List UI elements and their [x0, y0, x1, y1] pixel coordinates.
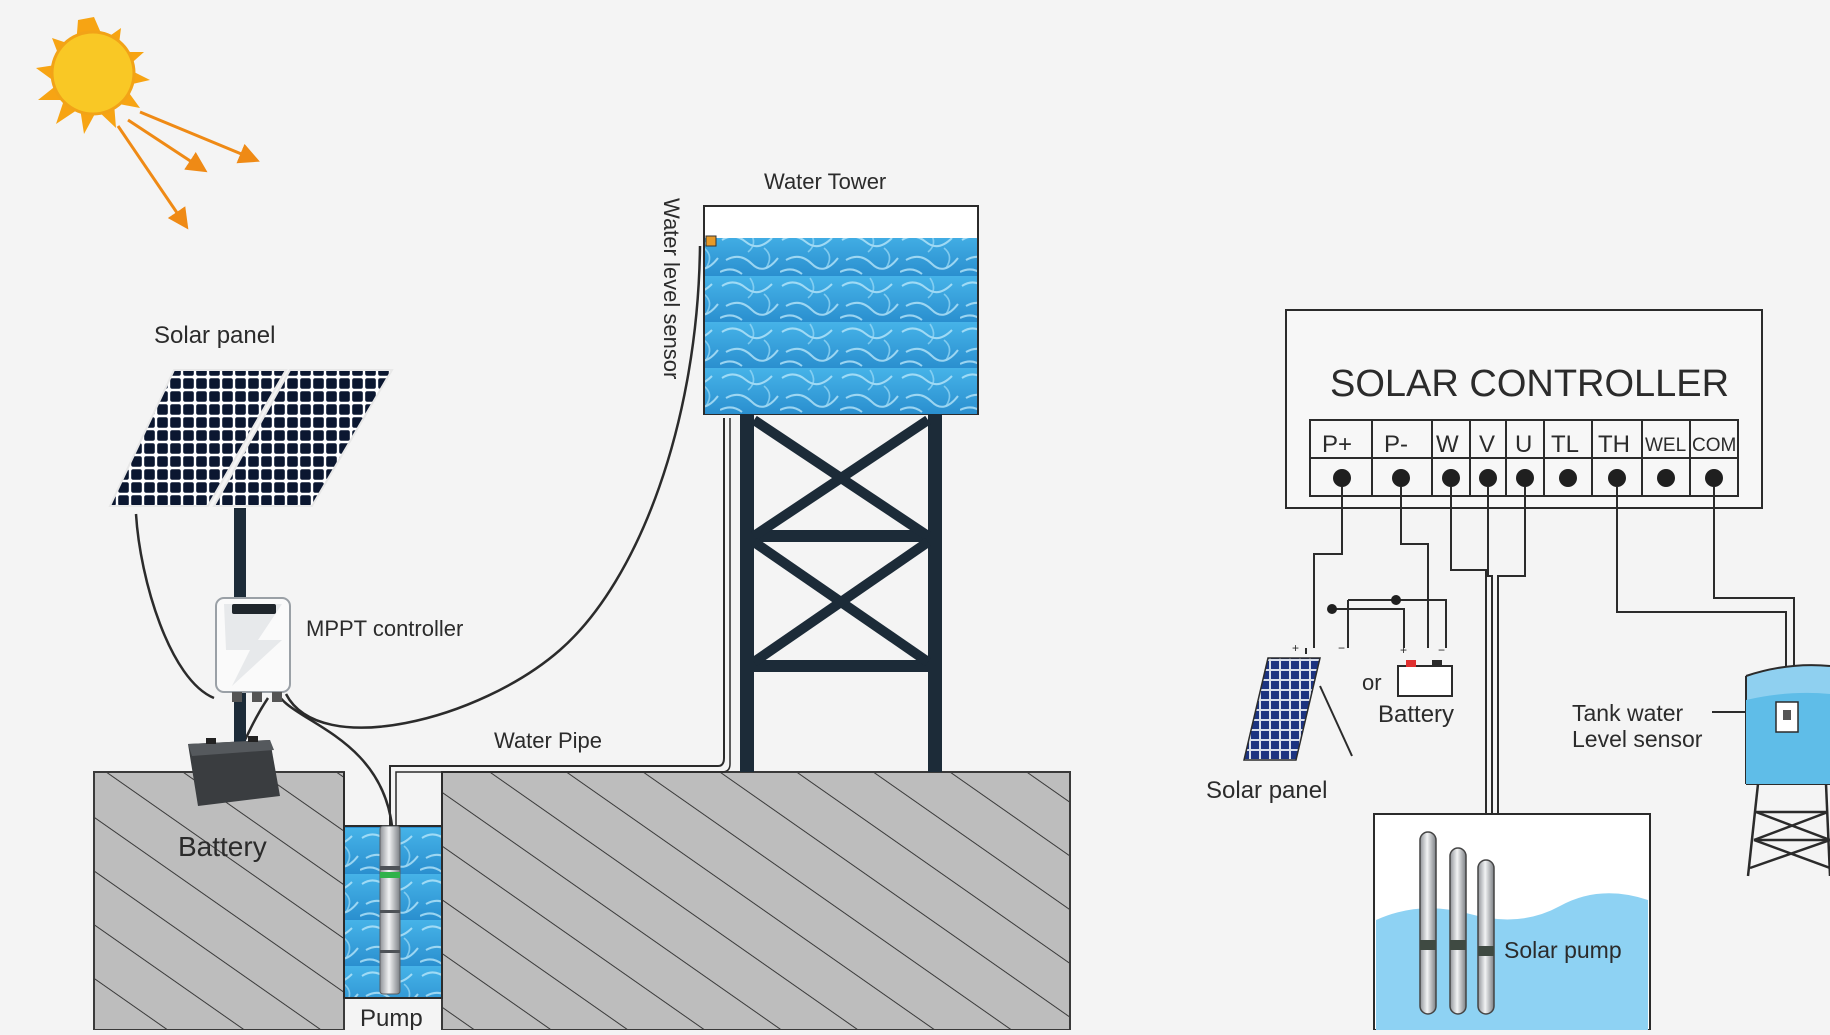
- solar-panel-label: Solar panel: [154, 322, 275, 349]
- terminal-w: W: [1436, 431, 1459, 458]
- terminal-com: COM: [1692, 435, 1736, 456]
- terminal-tl: TL: [1551, 431, 1579, 458]
- svg-text:+: +: [1292, 641, 1299, 655]
- tank-sensor-label-line1: Tank water: [1572, 700, 1684, 726]
- terminal-p-minus: P-: [1384, 431, 1408, 458]
- solar-panel-icon: [108, 369, 394, 768]
- solar-pump-label: Solar pump: [1504, 937, 1622, 963]
- terminal-th: TH: [1598, 431, 1630, 458]
- sun-rays: [116, 110, 260, 230]
- solar-controller-title: SOLAR CONTROLLER: [1330, 363, 1729, 405]
- svg-text:−: −: [1438, 643, 1445, 657]
- water-pipe-label: Water Pipe: [494, 728, 602, 753]
- tank-icon: [1745, 664, 1830, 877]
- terminal-wel: WEL: [1645, 435, 1686, 456]
- battery-small-icon: + −: [1397, 643, 1453, 697]
- water-pipe: [389, 418, 725, 826]
- solar-panel-small-icon: + −: [1243, 641, 1353, 761]
- right-battery-label: Battery: [1378, 701, 1454, 728]
- battery-label: Battery: [178, 831, 267, 862]
- pump-icon: [379, 825, 401, 995]
- mppt-controller-label: MPPT controller: [306, 616, 463, 641]
- wire-junctions: [1327, 595, 1401, 614]
- pump-well: [1373, 813, 1651, 1031]
- svg-text:−: −: [1338, 641, 1345, 655]
- terminal-block: [1371, 420, 1691, 496]
- sun-icon: [36, 17, 150, 134]
- right-solar-panel-label: Solar panel: [1206, 777, 1327, 804]
- battery-icon: [188, 736, 280, 806]
- terminal-p-plus: P+: [1322, 431, 1352, 458]
- or-label: or: [1362, 670, 1382, 695]
- mppt-controller-icon: [215, 597, 291, 702]
- water-pipe-inner: [395, 418, 731, 826]
- tank-sensor-label-line2: Level sensor: [1572, 726, 1703, 752]
- water-level-sensor-label: Water level sensor: [659, 198, 684, 379]
- terminal-v: V: [1479, 431, 1495, 458]
- controller-wiring: [1313, 487, 1795, 814]
- water-tower-label: Water Tower: [764, 169, 886, 194]
- svg-text:+: +: [1400, 643, 1407, 657]
- solar-pumps-icon: [1419, 831, 1495, 1015]
- water-tower: [703, 205, 979, 772]
- solar-controller-box: [1285, 309, 1763, 509]
- terminal-screws: [1333, 469, 1723, 487]
- ground: [93, 771, 1071, 1031]
- terminal-labels: P+ P- W V U TL TH WEL COM: [1322, 431, 1736, 458]
- pump-label: Pump: [360, 1005, 423, 1030]
- terminal-u: U: [1515, 431, 1532, 458]
